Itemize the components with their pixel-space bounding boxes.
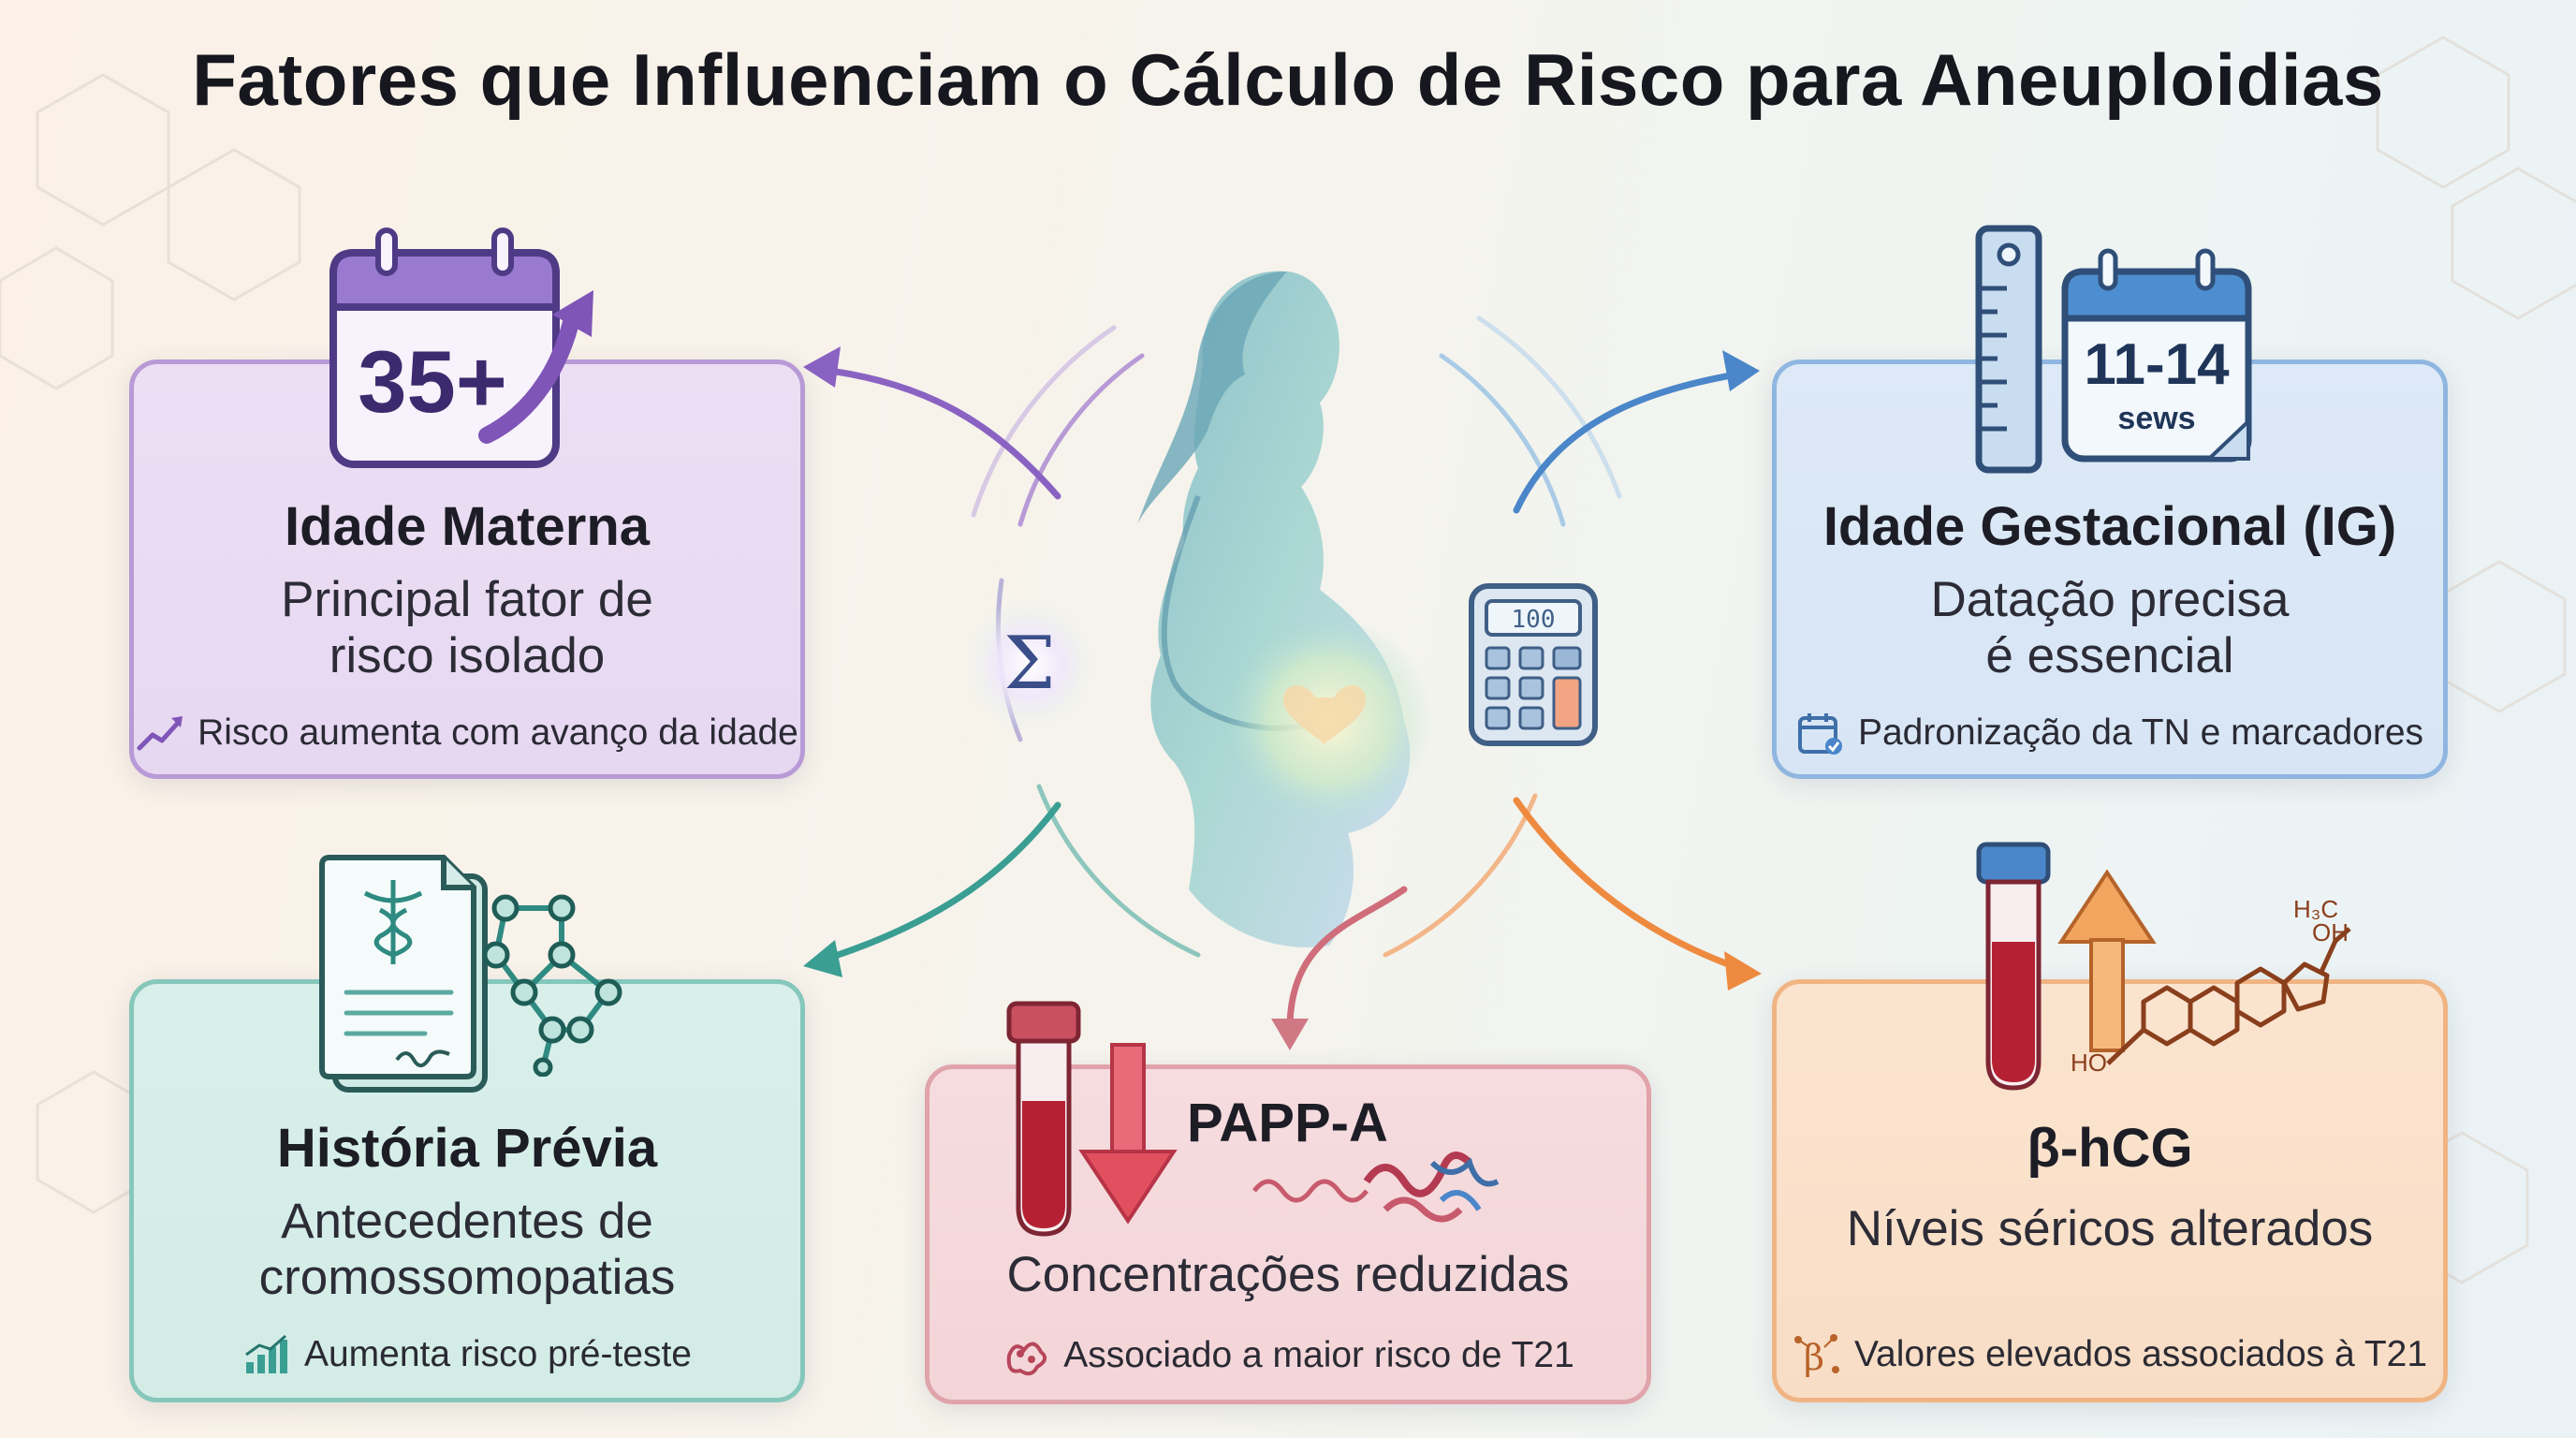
- arrow-to-bhcg: [1513, 797, 1745, 973]
- sigma-symbol: Σ: [1003, 622, 1055, 706]
- svg-text:β: β: [1804, 1337, 1824, 1377]
- card-title-idade-materna: Idade Materna: [285, 496, 650, 557]
- medical-document-icon: [319, 855, 488, 1093]
- svg-text:35+: 35+: [358, 332, 506, 431]
- svg-text:HO: HO: [2071, 1049, 2107, 1077]
- svg-text:H₃C: H₃C: [2293, 895, 2338, 923]
- arrow-to-pappa: [1286, 886, 1408, 1029]
- ruler-icon: [1975, 225, 2042, 474]
- card-foot-pappa: Associado a maior risco de T21: [929, 1333, 1647, 1378]
- page-title: Fatores que Influenciam o Cálculo de Ris…: [192, 38, 2384, 121]
- blood-tube-icon: [1006, 1001, 1081, 1237]
- molecule-network-icon: [482, 894, 622, 1077]
- calendar-11-14-icon: 11-14 sews: [2061, 248, 2252, 462]
- card-title-idade-gestacional: Idade Gestacional (IG): [1822, 496, 2397, 557]
- increase-arrow-icon: [2057, 869, 2157, 1052]
- calendar-check-icon: [1797, 713, 1842, 755]
- card-desc-historia-previa: Antecedentes de cromossomopatias: [258, 1194, 676, 1305]
- card-title-bhcg: β-hCG: [2027, 1118, 2193, 1179]
- arrow-to-historia-previa: [820, 801, 1061, 963]
- molecule-beta-icon: β: [1793, 1334, 1839, 1377]
- bar-chart-up-icon: [245, 1334, 287, 1373]
- protein-ribbon-icon: [1252, 1152, 1500, 1223]
- caduceus-icon: [363, 880, 423, 964]
- trend-up-icon: [137, 716, 183, 751]
- blood-tube-icon-bhcg: [1976, 842, 2051, 1091]
- card-title-historia-previa: História Prévia: [276, 1118, 658, 1179]
- card-desc-pappa: Concentrações reduzidas: [1006, 1247, 1570, 1302]
- card-foot-idade-materna: Risco aumenta com avanço da idade: [134, 711, 800, 756]
- arrow-to-idade-materna: [820, 366, 1061, 500]
- card-foot-bhcg: β Valores elevados associados à T21: [1777, 1332, 2443, 1377]
- decrease-arrow-icon: [1078, 1043, 1178, 1225]
- calculator-display: 100: [1512, 606, 1556, 634]
- card-foot-historia-previa: Aumenta risco pré-teste: [134, 1332, 800, 1377]
- steroid-structure-icon: H₃C OH HO: [2071, 895, 2351, 1077]
- svg-text:sews: sews: [2117, 401, 2195, 436]
- card-title-pappa: PAPP-A: [1187, 1093, 1388, 1153]
- arrow-to-idade-gestacional: [1513, 371, 1740, 514]
- card-desc-idade-materna: Principal fator de risco isolado: [281, 572, 653, 683]
- card-bhcg: β-hCG Níveis séricos alterados β Valores…: [1772, 979, 2448, 1402]
- svg-text:OH: OH: [2312, 918, 2349, 946]
- calculator-icon: 100: [1469, 583, 1598, 746]
- card-historia-previa: História Prévia Antecedentes de cromosso…: [129, 979, 805, 1402]
- svg-text:11-14: 11-14: [2084, 332, 2230, 397]
- card-desc-bhcg: Níveis séricos alterados: [1846, 1201, 2374, 1256]
- calendar-35-plus-icon: 35+: [329, 227, 593, 468]
- card-foot-idade-gestacional: Padronização da TN e marcadores: [1777, 711, 2443, 756]
- protein-icon: [1006, 1342, 1047, 1376]
- card-desc-idade-gestacional: Datação precisa é essencial: [1930, 572, 2290, 683]
